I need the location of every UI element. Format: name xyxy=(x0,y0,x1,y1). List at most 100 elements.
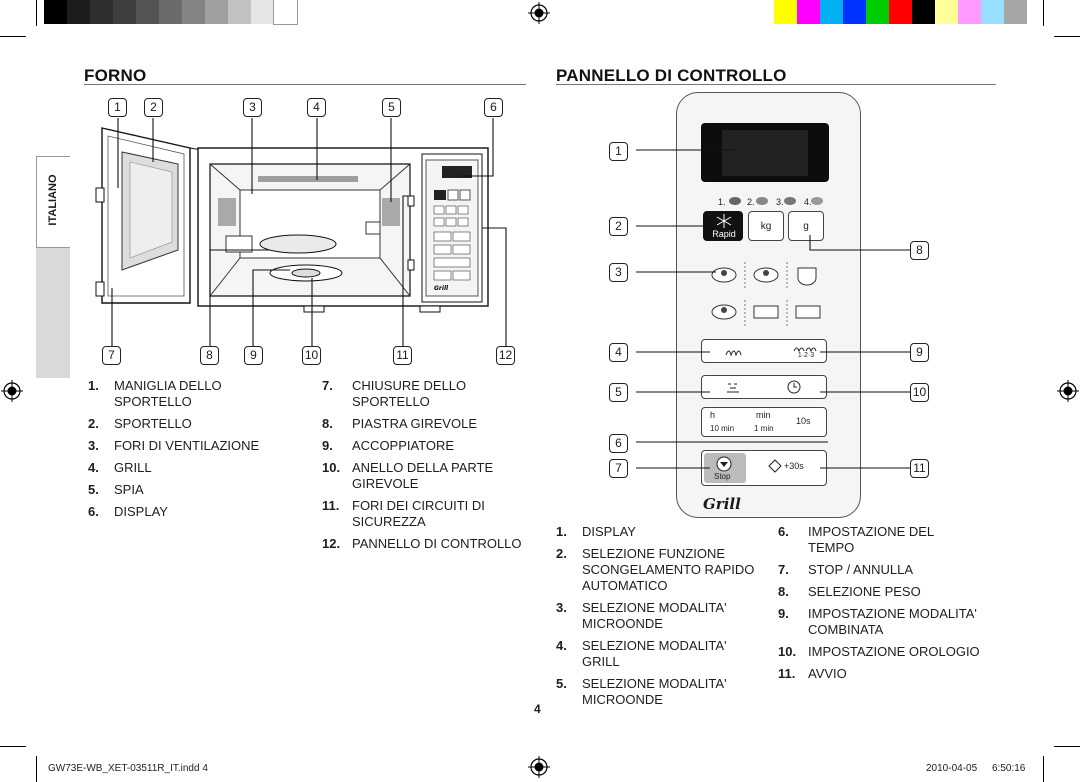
registration-mark-icon xyxy=(528,756,550,778)
clock-icon xyxy=(787,380,801,394)
pannello-callout-11: 11 xyxy=(910,459,929,478)
crop-mark xyxy=(1054,746,1080,747)
footer-date: 2010-04-05 xyxy=(926,763,978,774)
pannello-callout-3: 3 xyxy=(609,263,628,282)
snowflake-icon xyxy=(716,214,732,228)
forno-rule xyxy=(84,84,526,85)
list-item: 9.ACCOPPIATORE xyxy=(322,438,455,453)
registration-mark-icon xyxy=(1,380,23,402)
forno-callout-9: 9 xyxy=(244,346,263,365)
forno-callout-6: 6 xyxy=(484,98,503,117)
grill-brand-logo: Grill xyxy=(703,495,741,513)
language-tab xyxy=(36,156,70,248)
stop-label: Stop xyxy=(714,472,731,481)
stop-start-button[interactable]: Stop +30s xyxy=(701,450,827,486)
forno-callout-7: 7 xyxy=(102,346,121,365)
pannello-list-right: 6.IMPOSTAZIONE DEL TEMPO 7.STOP / ANNULL… xyxy=(778,524,983,688)
page-number: 4 xyxy=(534,702,541,716)
pannello-callout-1: 1 xyxy=(609,142,628,161)
list-item: 7.STOP / ANNULLA xyxy=(778,562,914,577)
forno-callout-2: 2 xyxy=(144,98,163,117)
pannello-callout-2: 2 xyxy=(609,217,628,236)
list-item: 8.SELEZIONE PESO xyxy=(778,584,921,599)
panel-display-screen xyxy=(722,130,808,176)
time-set-button[interactable]: h min 10s 10 min 1 min xyxy=(701,407,827,437)
pannello-callout-4: 4 xyxy=(609,343,628,362)
rapid-label: Rapid xyxy=(712,229,736,239)
list-item: 11.FORI DEI CIRCUITI DI SICUREZZA xyxy=(322,498,485,529)
language-label: ITALIANO xyxy=(47,174,59,226)
forno-callout-8: 8 xyxy=(200,346,219,365)
pannello-leader-lines xyxy=(636,149,910,469)
forno-callout-11: 11 xyxy=(393,346,412,365)
list-item: 3.SELEZIONE MODALITA' MICROONDE xyxy=(556,600,727,631)
combi-icon xyxy=(793,347,817,353)
list-item: 12.PANNELLO DI CONTROLLO xyxy=(322,536,522,551)
crop-mark xyxy=(1054,36,1080,37)
microwave-illustration: Grill xyxy=(95,118,507,346)
forno-callout-4: 4 xyxy=(307,98,326,117)
defrost-food-icons xyxy=(729,197,823,205)
list-item: 5.SPIA xyxy=(88,482,144,497)
color-swatch xyxy=(866,0,889,24)
color-swatch xyxy=(820,0,843,24)
time-10s-label: 10s xyxy=(796,416,811,426)
start-icon xyxy=(768,459,782,473)
auto-num-1: 1. xyxy=(718,197,726,207)
list-item: 7.CHIUSURE DELLO SPORTELLO xyxy=(322,378,467,409)
microwave-icon xyxy=(725,350,742,357)
pannello-callout-5: 5 xyxy=(609,383,628,402)
time-min-label: min xyxy=(756,410,771,420)
svg-text:Grill: Grill xyxy=(434,285,449,292)
forno-callout-5: 5 xyxy=(382,98,401,117)
weight-kg-button[interactable]: kg xyxy=(748,211,784,241)
color-swatch xyxy=(935,0,958,24)
list-item: 8.PIASTRA GIREVOLE xyxy=(322,416,477,431)
microwave-grill-combi-button[interactable]: 1·2·3 xyxy=(701,339,827,363)
list-item: 6.DISPLAY xyxy=(88,504,168,519)
pannello-title: PANNELLO DI CONTROLLO xyxy=(556,66,787,85)
defrost-icon xyxy=(727,383,739,393)
color-swatch xyxy=(159,0,182,24)
pannello-callout-7: 7 xyxy=(609,459,628,478)
time-h-label: h xyxy=(710,410,716,420)
pannello-callout-10: 10 xyxy=(910,383,929,402)
list-item: 2.SPORTELLO xyxy=(88,416,192,431)
forno-callout-1: 1 xyxy=(108,98,127,117)
color-swatch xyxy=(205,0,228,24)
color-swatch xyxy=(981,0,1004,24)
list-item: 10.IMPOSTAZIONE OROLOGIO xyxy=(778,644,980,659)
grill-clock-button[interactable] xyxy=(701,375,827,399)
color-swatch xyxy=(889,0,912,24)
forno-callout-3: 3 xyxy=(243,98,262,117)
color-swatch xyxy=(67,0,90,24)
auto-num-3: 3. xyxy=(776,197,784,207)
auto-num-4: 4. xyxy=(804,197,812,207)
color-swatch xyxy=(797,0,820,24)
list-item: 9.IMPOSTAZIONE MODALITA' COMBINATA xyxy=(778,606,977,637)
color-swatch xyxy=(843,0,866,24)
crop-mark xyxy=(36,756,37,782)
color-swatch xyxy=(251,0,274,24)
crop-mark xyxy=(36,0,37,26)
crop-mark xyxy=(1043,0,1044,26)
forno-list-right: 7.CHIUSURE DELLO SPORTELLO 8.PIASTRA GIR… xyxy=(322,378,522,558)
pannello-list-left: 1.DISPLAY 2.SELEZIONE FUNZIONE SCONGELAM… xyxy=(556,524,761,714)
time-1min-label: 1 min xyxy=(754,424,774,433)
list-item: 1.MANIGLIA DELLO SPORTELLO xyxy=(88,378,222,409)
pannello-callout-6: 6 xyxy=(609,434,628,453)
color-swatch xyxy=(182,0,205,24)
g-label: g xyxy=(803,221,809,232)
weight-g-button[interactable]: g xyxy=(788,211,824,241)
pannello-rule xyxy=(556,84,996,85)
list-item: 3.FORI DI VENTILAZIONE xyxy=(88,438,260,453)
crop-mark xyxy=(0,36,26,37)
color-swatch xyxy=(90,0,113,24)
crop-mark xyxy=(1043,756,1044,782)
list-item: 4.SELEZIONE MODALITA' GRILL xyxy=(556,638,727,669)
combi-levels: 1·2·3 xyxy=(797,352,815,359)
list-item: 6.IMPOSTAZIONE DEL TEMPO xyxy=(778,524,934,555)
stop-icon xyxy=(716,456,732,472)
footer-filename: GW73E-WB_XET-03511R_IT.indd 4 xyxy=(48,763,208,774)
pannello-callout-9: 9 xyxy=(910,343,929,362)
